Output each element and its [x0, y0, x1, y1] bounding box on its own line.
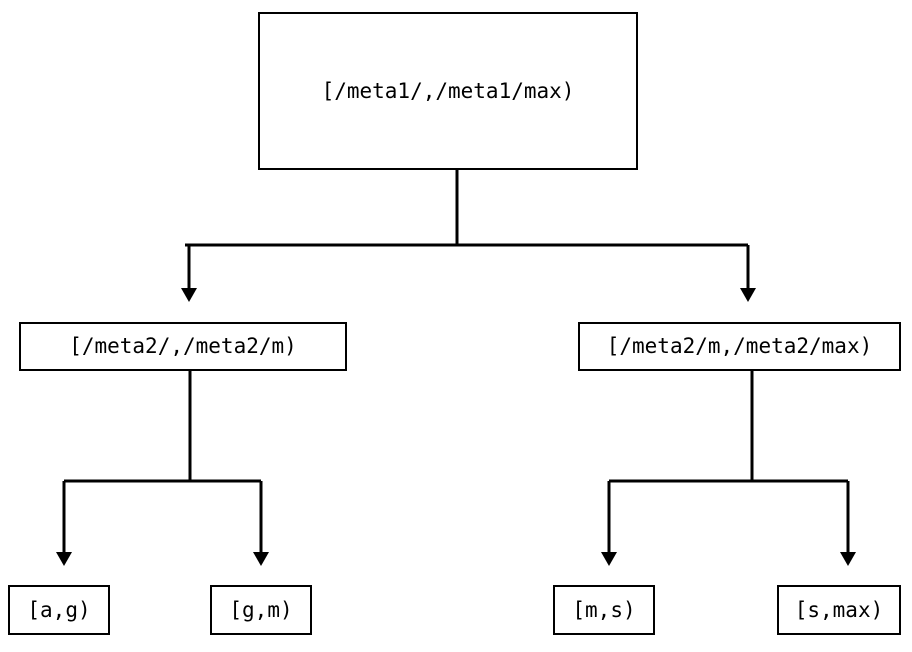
arrowhead-to-leaf2: [253, 552, 269, 566]
node-leaf-s-max[interactable]: [s,max): [777, 585, 901, 635]
node-root-label: [/meta1/,/meta1/max): [321, 78, 575, 103]
node-internal-left[interactable]: [/meta2/,/meta2/m): [19, 322, 347, 371]
node-leaf-a-g[interactable]: [a,g): [8, 585, 110, 635]
node-internal-right-label: [/meta2/m,/meta2/max): [606, 334, 873, 358]
arrowhead-to-leaf3: [601, 552, 617, 566]
arrowheads: [56, 288, 856, 566]
arrowhead-to-internal-left: [181, 288, 197, 302]
node-leaf-m-s[interactable]: [m,s): [553, 585, 655, 635]
node-leaf-a-g-label: [a,g): [27, 597, 91, 622]
node-root[interactable]: [/meta1/,/meta1/max): [258, 12, 638, 170]
node-internal-right[interactable]: [/meta2/m,/meta2/max): [578, 322, 901, 371]
node-internal-left-label: [/meta2/,/meta2/m): [69, 334, 297, 358]
node-leaf-g-m[interactable]: [g,m): [210, 585, 312, 635]
node-leaf-m-s-label: [m,s): [572, 597, 636, 622]
node-leaf-g-m-label: [g,m): [229, 597, 293, 622]
arrowhead-to-leaf4: [840, 552, 856, 566]
node-leaf-s-max-label: [s,max): [794, 597, 884, 622]
arrowhead-to-internal-right: [740, 288, 756, 302]
arrowhead-to-leaf1: [56, 552, 72, 566]
